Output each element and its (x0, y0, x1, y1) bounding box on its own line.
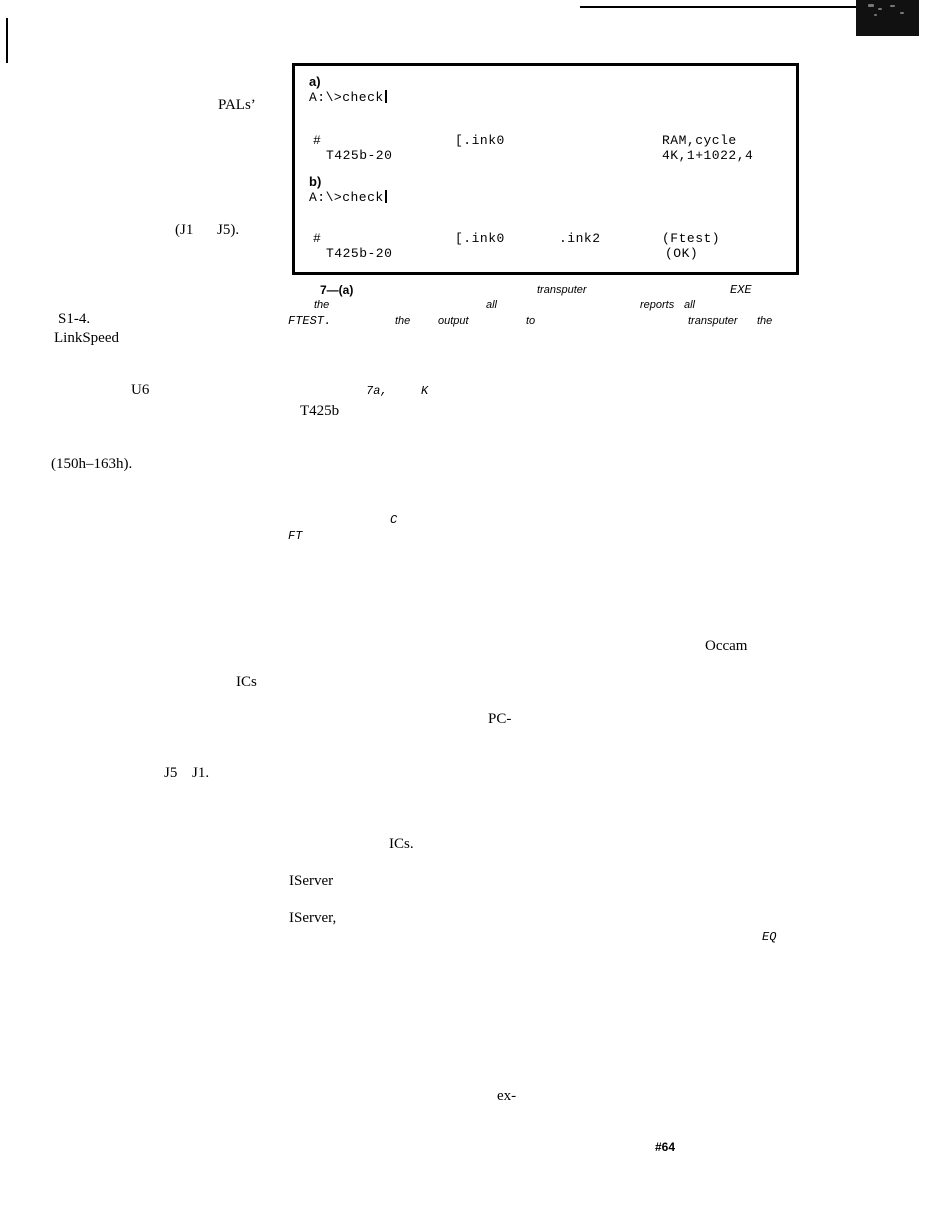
text-j5: J5 (164, 765, 178, 781)
panel-a-header-col3: RAM,cycle (662, 133, 737, 148)
caption-transputer-1: transputer (537, 284, 587, 296)
text-j1: J1. (192, 765, 210, 781)
panel-b-header-col4: (Ftest) (662, 231, 721, 246)
caption-ftest: FTEST. (288, 314, 332, 328)
panel-b-header-col1: # (313, 231, 322, 246)
caption-exe: EXE (730, 283, 752, 297)
text-linkspeed: LinkSpeed (54, 330, 119, 346)
panel-b-header-col2: [.ink0 (455, 231, 505, 246)
panel-a-header-col2: [.ink0 (455, 133, 505, 148)
text-ics: ICs (236, 674, 257, 690)
text-eq: EQ (762, 930, 777, 944)
caption-fig-num: 7—(a) (320, 283, 354, 297)
caption-all-1: all (486, 299, 498, 311)
figure-box: a) A:\>check # [.ink0 RAM,cycle T425b-20… (292, 63, 799, 275)
panel-b-row-col4: (OK) (665, 246, 699, 261)
text-fig-ref: 7a, (366, 384, 388, 398)
text-ics-2: ICs. (389, 836, 414, 852)
text-jumper-j5: J5). (217, 222, 240, 238)
cursor-icon (384, 90, 387, 103)
caption-transputer-2: transputer (688, 315, 738, 327)
panel-a-prompt: A:\>check (309, 90, 387, 105)
text-ex: ex- (497, 1088, 517, 1104)
caption-the-2: the (395, 315, 411, 327)
caption-the-3: the (757, 315, 773, 327)
caption-to: to (526, 315, 536, 327)
left-margin-bar (6, 18, 8, 63)
panel-a-row-col1: T425b-20 (326, 148, 393, 163)
text-u6: U6 (131, 382, 150, 398)
text-ft: FT (288, 529, 303, 543)
text-page-ref: #64 (655, 1140, 676, 1154)
caption-reports: reports (640, 299, 675, 311)
panel-a-label: a) (309, 74, 321, 89)
panel-b-prompt: A:\>check (309, 190, 387, 205)
text-s1-4: S1-4. (58, 311, 91, 327)
text-occam: Occam (705, 638, 748, 654)
caption-the-1: the (314, 299, 330, 311)
panel-b-label: b) (309, 174, 322, 189)
text-pc: PC- (488, 711, 512, 727)
text-pals: PALs’ (218, 97, 256, 113)
text-c: C (390, 513, 398, 527)
panel-a-header-col1: # (313, 133, 322, 148)
text-jumper-j1: (J1 (175, 222, 194, 238)
text-iserver-2: IServer, (289, 910, 337, 926)
text-address-range: (150h–163h). (51, 456, 133, 472)
text-iserver-1: IServer (289, 873, 334, 889)
panel-a-row-col3: 4K,1+1022,4 (662, 148, 754, 163)
text-t425b: T425b (300, 403, 340, 419)
cursor-icon (384, 190, 387, 203)
panel-b-row-col1: T425b-20 (326, 246, 393, 261)
top-rule (580, 6, 870, 8)
panel-b-header-col3: .ink2 (559, 231, 601, 246)
text-k: K (421, 384, 429, 398)
caption-output: output (438, 315, 469, 327)
corner-block (856, 0, 919, 36)
caption-all-2: all (684, 299, 696, 311)
